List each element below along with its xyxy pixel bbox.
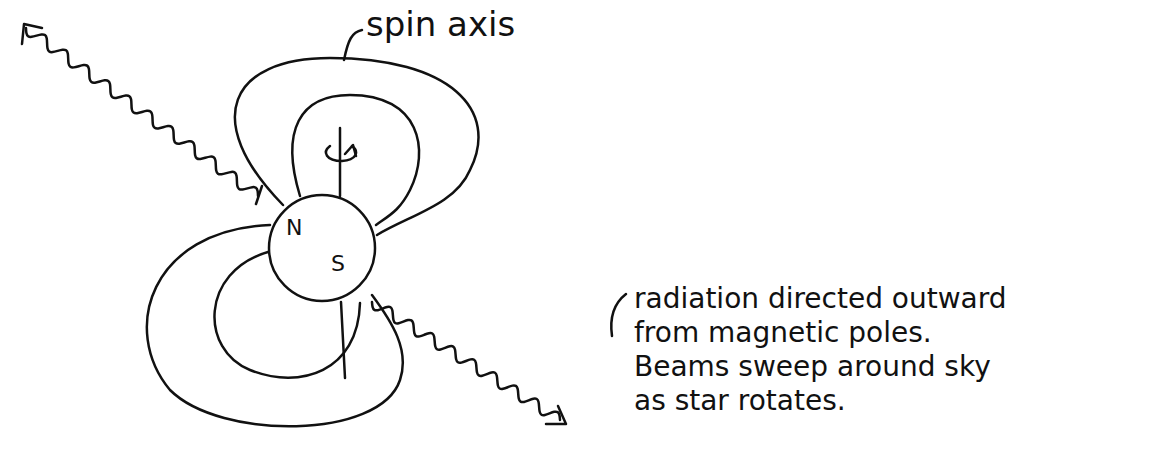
arrowhead — [546, 406, 566, 424]
spin-axis — [341, 302, 345, 378]
leader-line — [611, 294, 626, 336]
star-outline — [269, 195, 375, 301]
callout-note: radiation directed outward from magnetic… — [634, 282, 1014, 418]
rotation-arrow — [345, 145, 356, 156]
radiation-beam — [26, 28, 258, 196]
leader-line — [344, 30, 362, 60]
beam-tick — [256, 186, 262, 204]
pole-letter: N — [286, 215, 302, 241]
rotation-arrow — [326, 146, 356, 161]
pole-letter: S — [331, 251, 345, 277]
star-circle: NS — [267, 193, 377, 303]
star-outline — [267, 193, 377, 303]
arrowhead — [22, 24, 42, 44]
axis-label: spin axis — [366, 4, 515, 44]
radiation-beam — [372, 302, 560, 420]
